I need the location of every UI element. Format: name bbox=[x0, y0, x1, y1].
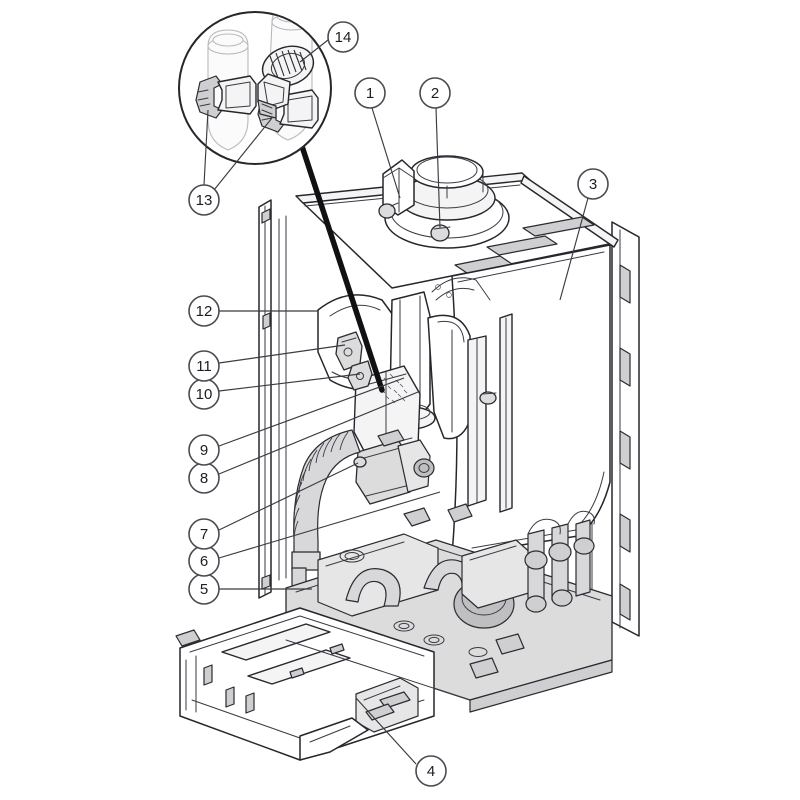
callout-label-7: 7 bbox=[200, 526, 208, 543]
leader-10 bbox=[218, 373, 361, 392]
leader-2 bbox=[435, 107, 441, 229]
leader-13b bbox=[213, 117, 273, 191]
leader-7 bbox=[218, 462, 359, 531]
callout-9[interactable]: 9 bbox=[188, 434, 220, 466]
callout-2[interactable]: 2 bbox=[419, 77, 451, 109]
callout-circle-12 bbox=[188, 295, 220, 327]
callout-circle-7 bbox=[188, 518, 220, 550]
sensor-connector bbox=[257, 45, 315, 119]
chassis-slots bbox=[619, 264, 631, 621]
callout-label-13: 13 bbox=[196, 192, 213, 209]
leader-11 bbox=[218, 344, 346, 364]
callout-circle-11 bbox=[188, 350, 220, 382]
leader-8 bbox=[218, 391, 419, 475]
callout-7[interactable]: 7 bbox=[188, 518, 220, 550]
callout-6[interactable]: 6 bbox=[188, 545, 220, 577]
leader-1 bbox=[371, 107, 401, 199]
callout-label-14: 14 bbox=[335, 29, 352, 46]
callout-14[interactable]: 14 bbox=[327, 21, 359, 53]
callout-label-3: 3 bbox=[589, 176, 597, 193]
callout-11[interactable]: 11 bbox=[188, 350, 220, 382]
callout-label-5: 5 bbox=[200, 581, 208, 598]
base-tray bbox=[285, 639, 613, 713]
callout-circle-13 bbox=[188, 184, 220, 216]
callout-label-8: 8 bbox=[200, 470, 208, 487]
leader-4 bbox=[355, 697, 417, 765]
callout-circle-2 bbox=[419, 77, 451, 109]
hose-ribs bbox=[293, 431, 349, 542]
callout-5[interactable]: 5 bbox=[188, 573, 220, 605]
callout-circle-3 bbox=[577, 168, 609, 200]
callout-label-2: 2 bbox=[431, 85, 439, 102]
callout-circle-9 bbox=[188, 434, 220, 466]
callout-12[interactable]: 12 bbox=[188, 295, 220, 327]
callout-label-6: 6 bbox=[200, 553, 208, 570]
retaining-clip-left bbox=[195, 75, 257, 119]
leader-lines bbox=[203, 39, 589, 765]
electrode-lead-wire bbox=[293, 125, 385, 393]
boiler-assembly bbox=[175, 125, 640, 761]
callout-8[interactable]: 8 bbox=[188, 462, 220, 494]
callout-label-1: 1 bbox=[366, 85, 374, 102]
hydraulic-block bbox=[285, 503, 613, 701]
callout-3[interactable]: 3 bbox=[577, 168, 609, 200]
callout-circle-1 bbox=[354, 77, 386, 109]
leader-14 bbox=[299, 39, 329, 63]
leader-9 bbox=[218, 377, 405, 447]
callout-label-9: 9 bbox=[200, 442, 208, 459]
leader-13a bbox=[203, 109, 209, 186]
gas-valve-assembly bbox=[353, 429, 435, 505]
callout-10[interactable]: 10 bbox=[188, 378, 220, 410]
heat-exchanger-and-flue bbox=[317, 277, 513, 513]
callout-4[interactable]: 4 bbox=[415, 755, 447, 787]
flue-outlet-assembly bbox=[378, 155, 510, 249]
callout-13[interactable]: 13 bbox=[188, 184, 220, 216]
callout-circle-4 bbox=[415, 755, 447, 787]
control-panel bbox=[175, 607, 435, 761]
leader-3 bbox=[559, 197, 589, 301]
callout-label-11: 11 bbox=[196, 358, 212, 375]
leader-6 bbox=[218, 491, 441, 559]
callout-circle-14 bbox=[327, 21, 359, 53]
callout-1[interactable]: 1 bbox=[354, 77, 386, 109]
callout-label-4: 4 bbox=[427, 763, 435, 780]
callout-label-12: 12 bbox=[196, 303, 213, 320]
detail-magnifier bbox=[178, 11, 332, 165]
callout-label-10: 10 bbox=[196, 386, 213, 403]
